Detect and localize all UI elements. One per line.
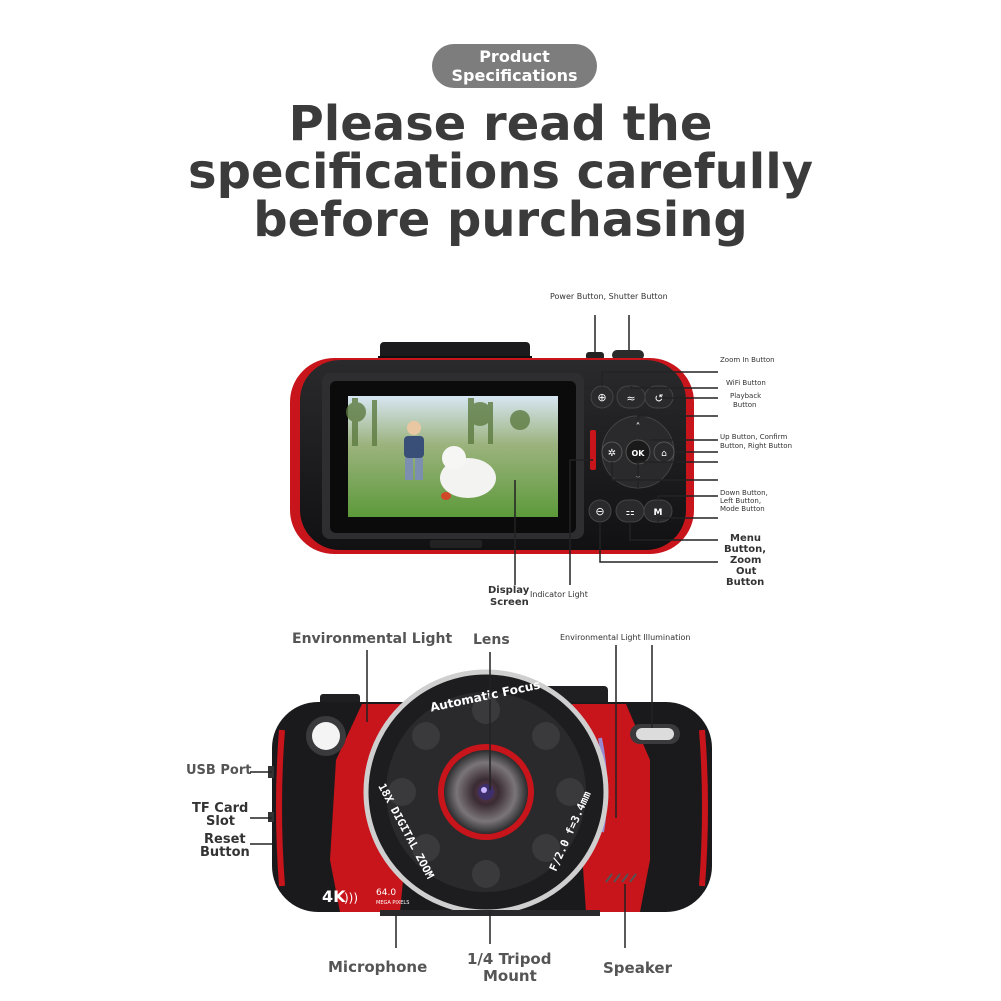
label-microphone: Microphone (328, 958, 428, 976)
label-reset-1: Reset (204, 832, 246, 847)
brightness-icon: ✲ (608, 448, 616, 459)
screen-trees (346, 398, 530, 446)
label-tf-card-1: TF Card (192, 801, 249, 816)
page-headline: Please read the specifications carefully… (0, 100, 1001, 244)
headline-line-2: specifications carefully (188, 144, 813, 200)
screen-child-and-dog (404, 421, 496, 500)
up-arrow-icon: ˄ (636, 421, 641, 433)
mode-button-label: M (654, 508, 663, 518)
svg-text:⊕: ⊕ (597, 391, 606, 404)
scene-icon: ⌂ (661, 449, 667, 459)
megapixel-value: 64.0 (376, 888, 396, 898)
label-menu-1: Menu (730, 533, 761, 544)
label-tf-card-2: Slot (206, 814, 235, 829)
label-power-shutter: Power Button, Shutter Button (550, 292, 668, 301)
back-callout-lines (514, 315, 718, 585)
label-menu-3: Zoom (730, 555, 762, 566)
label-menu-4: Out (736, 566, 757, 577)
control-buttons: ⊕ ≈ ↺ OK ˄ ˅ ✲ ⌂ ⊖ ⚏ M (588, 385, 675, 523)
tf-card-slot (268, 812, 274, 822)
svg-text:⊖: ⊖ (595, 505, 604, 518)
label-usb-port: USB Port (186, 763, 252, 778)
label-tripod-1: 1/4 Tripod (467, 950, 552, 968)
badge-line-1: Product (479, 47, 550, 66)
headline-line-1: Please read the (288, 96, 713, 152)
label-tripod-2: Mount (483, 967, 537, 985)
ok-button-label: OK (632, 449, 646, 458)
label-down-left-1: Down Button, (720, 489, 768, 497)
label-menu-2: Button, (724, 544, 767, 555)
badge-4k: 4K (322, 887, 346, 906)
label-menu-5: Button (726, 577, 765, 588)
label-reset-2: Button (200, 845, 250, 860)
label-up-confirm-2: Button, Right Button (720, 442, 793, 450)
label-up-confirm-1: Up Button, Confirm (720, 433, 788, 441)
label-environmental-illumination: Environmental Light Illumination (560, 633, 691, 642)
label-environmental-light: Environmental Light (292, 631, 453, 647)
speaker-grill (605, 873, 637, 883)
label-display-2: Screen (490, 597, 529, 608)
badge-line-2: Specifications (451, 66, 578, 85)
label-down-left-2: Left Button, (720, 497, 762, 505)
headline-line-3: before purchasing (253, 192, 748, 248)
label-playback-1: Playback (730, 392, 762, 400)
shutter-button[interactable] (612, 350, 644, 360)
label-wifi: WiFi Button (726, 379, 766, 387)
label-speaker: Speaker (603, 959, 672, 977)
label-zoom-in: Zoom In Button (720, 356, 775, 364)
specifications-badge: Product Specifications (432, 44, 597, 88)
menu-icon: ⚏ (626, 507, 635, 518)
label-indicator-light: Indicator Light (530, 590, 588, 599)
megapixel-text: MEGA PIXELS (376, 900, 409, 906)
label-playback-2: Button (733, 401, 757, 409)
label-lens: Lens (473, 632, 510, 648)
front-callout-lines (250, 645, 653, 948)
label-down-left-3: Mode Button (720, 505, 765, 513)
svg-text:≈: ≈ (626, 392, 635, 405)
label-display-1: Display (488, 585, 530, 596)
wave-icon: ))) (344, 891, 358, 905)
playback-button[interactable] (644, 385, 674, 409)
